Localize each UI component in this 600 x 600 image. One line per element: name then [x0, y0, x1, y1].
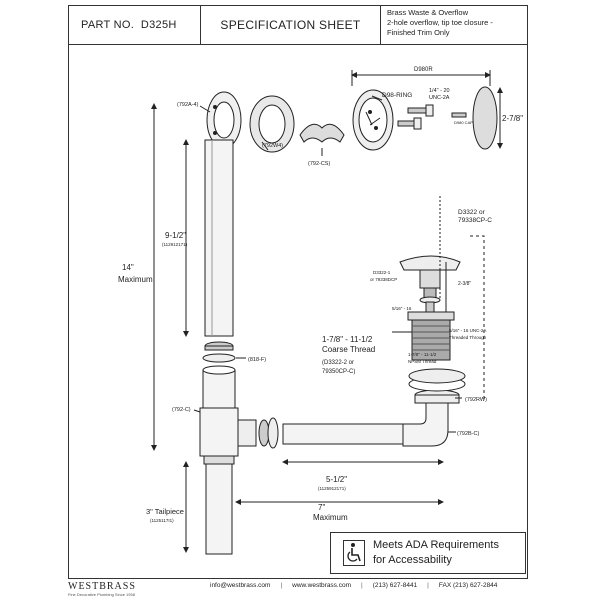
- label-dim-5-1-2: 5-1/2": [326, 475, 347, 484]
- email-link[interactable]: info@westbrass.com: [210, 582, 271, 589]
- description-line: Finished Trim Only: [387, 27, 450, 37]
- label-nps-thread: 1-7/8" - 11-1/2: [408, 352, 437, 357]
- part-number-cell: PART NO. D325H: [69, 6, 201, 44]
- label-79338dcp: or 79338DCP: [370, 277, 397, 282]
- label-792a-4: (792A-4): [177, 102, 199, 108]
- phone-number: (213) 627-8441: [372, 582, 418, 589]
- label-cap: D980 CAP: [454, 120, 473, 125]
- part-number-label: PART NO.: [81, 19, 135, 31]
- label-coarse-size: 1-7/8" - 11-1/2: [322, 335, 373, 344]
- label-coarse-part: (D3322-2 or: [322, 360, 354, 366]
- label-79338cp-c: 79338CP-C: [458, 217, 492, 224]
- product-description: Brass Waste & Overflow 2-hole overflow, …: [381, 6, 527, 44]
- label-thread-top: 1/4" - 20: [429, 88, 450, 94]
- description-line: 2-hole overflow, tip toe closure -: [387, 17, 493, 27]
- label-dim-5-1-2-sub: (1125912171): [318, 486, 346, 491]
- brand-tagline: Fine Decorative Plumbing Since 1958: [68, 592, 135, 597]
- screw-drawing: [397, 104, 467, 130]
- footer-bar: WESTBRASS Fine Decorative Plumbing Since…: [68, 578, 528, 598]
- label-dim-7: 7": [318, 503, 325, 512]
- label-dim-14: 14": [122, 263, 134, 272]
- drain-pipe-drawing: [282, 423, 404, 445]
- label-dim-9-1-2: 9-1/2": [165, 231, 186, 240]
- sheet-title: SPECIFICATION SHEET: [201, 6, 381, 44]
- ada-line-1: Meets ADA Requirements: [373, 539, 499, 552]
- label-d98-ring: D98-RING: [382, 92, 412, 99]
- overflow-pipe-drawing: [204, 139, 234, 337]
- label-dim-2-3-8: 2-3/8": [458, 281, 471, 287]
- label-792-cs: (792-CS): [308, 161, 330, 167]
- ada-notice: Meets ADA Requirements for Accessability: [330, 532, 526, 574]
- label-tailpiece-sub: (1125117I1): [150, 518, 174, 523]
- label-maximum-7: Maximum: [313, 513, 348, 522]
- label-nps-thread-2: NPSM Thread: [408, 359, 437, 364]
- label-thread-top-2: UNC-2A: [429, 95, 450, 101]
- website-link[interactable]: www.westbrass.com: [292, 582, 352, 589]
- overflow-cover-drawing: [352, 89, 394, 151]
- label-818-f: (818-F): [248, 357, 266, 363]
- overflow-plate-drawing: [206, 91, 242, 149]
- label-thread-516: 5/16" - 16: [392, 306, 412, 311]
- label-792w4: (792W4): [262, 143, 283, 149]
- fax-number: FAX (213) 627-2844: [438, 582, 498, 589]
- label-d3322-1: D3322-1: [373, 270, 391, 275]
- end-cap-drawing: [472, 86, 498, 150]
- tee-drawing: [199, 365, 257, 465]
- elbow-drawing: [402, 401, 449, 447]
- sheet-border-right: [527, 45, 528, 578]
- clip-drawing: [299, 123, 345, 143]
- label-maximum-14: Maximum: [118, 275, 153, 284]
- sheet-border-left: [68, 45, 69, 578]
- label-coarse-thread: Coarse Thread: [322, 345, 375, 354]
- label-thread-516-unc: 5/16" - 16 UNC-2A: [449, 328, 486, 333]
- wheelchair-icon: [343, 540, 365, 566]
- description-line: Brass Waste & Overflow: [387, 8, 468, 17]
- gasket-drawing: [249, 95, 295, 153]
- label-792-c: (792-C): [172, 407, 191, 413]
- label-coarse-part-2: 79350CP-C): [322, 369, 355, 375]
- brand-logo: WESTBRASS: [68, 581, 136, 592]
- label-threaded-through: Threaded Through: [449, 335, 487, 340]
- part-number-value: D325H: [140, 19, 177, 31]
- header-bar: PART NO. D325H SPECIFICATION SHEET Brass…: [68, 5, 528, 45]
- ada-line-2: for Accessability: [373, 554, 452, 566]
- tailpiece-drawing: [205, 463, 233, 555]
- stopper-drawing: [399, 255, 461, 313]
- label-tailpiece: 3" Tailpiece: [146, 507, 184, 516]
- label-dim-2-7-8: 2-7/8": [502, 114, 523, 123]
- label-d3322: D3322 or: [458, 209, 486, 216]
- nut-drawing: [202, 341, 236, 363]
- label-d980r: D980R: [414, 67, 433, 73]
- brand-block: WESTBRASS Fine Decorative Plumbing Since…: [68, 581, 210, 598]
- label-792rw: (792RW): [465, 397, 487, 403]
- side-nut-drawing: [258, 417, 279, 449]
- drain-body-drawing: [407, 311, 455, 361]
- label-dim-9-1-2-sub: (112912171): [162, 242, 188, 247]
- label-792b-c: (792B-C): [457, 431, 479, 437]
